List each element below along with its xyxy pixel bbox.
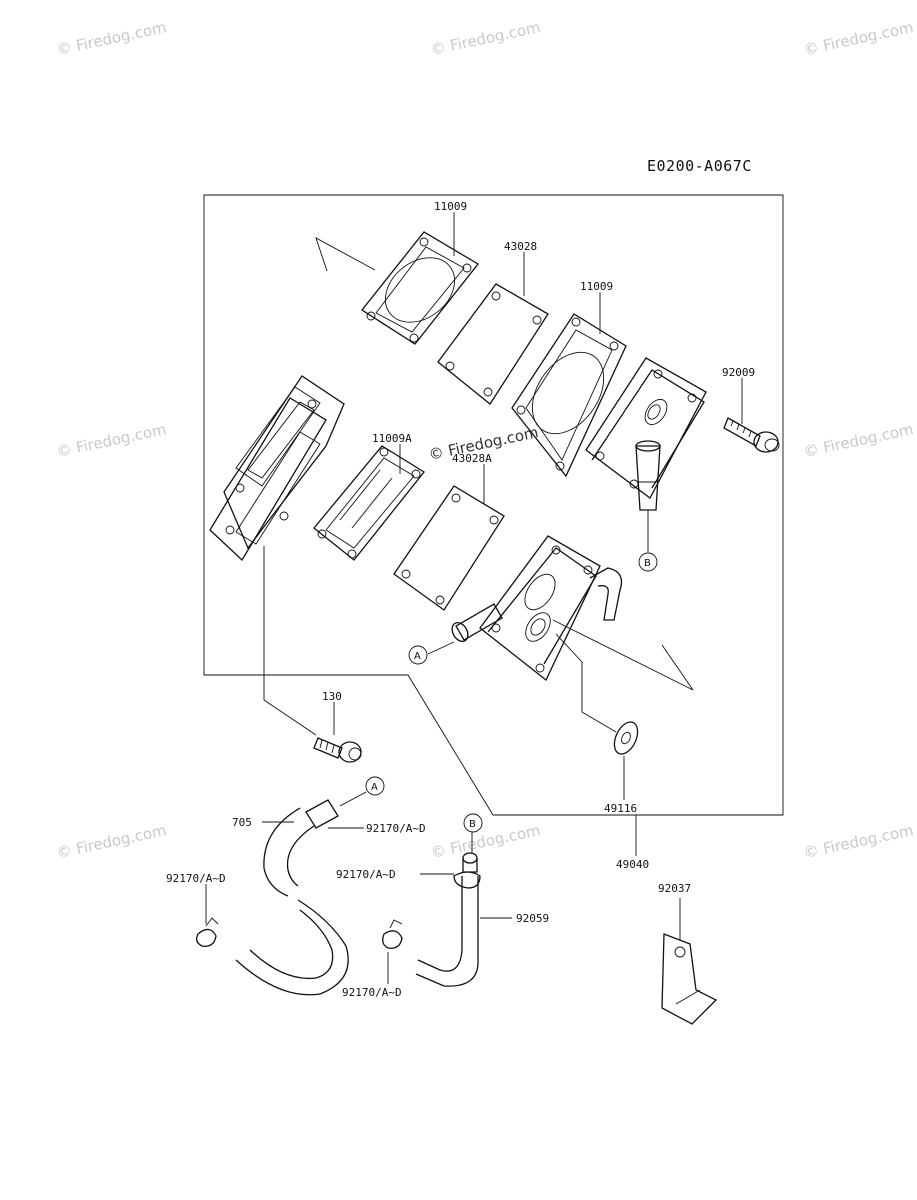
part-labels: 11009 43028 11009 92009 11009A 43028A 13… (166, 200, 755, 999)
ref-b-letter: B (469, 819, 476, 830)
gasket-11009-second (511, 313, 627, 478)
ref-b-letter: B (644, 558, 651, 569)
diaphragm-43028a (393, 485, 505, 611)
label-49116: 49116 (604, 802, 637, 815)
ref-a-letter: A (414, 651, 421, 662)
explode-arrow-bottom (552, 619, 694, 691)
pump-cover (585, 357, 707, 511)
watermark: © Firedog.com (55, 18, 168, 59)
label-11009-top: 11009 (434, 200, 467, 213)
explode-arrow-top (315, 237, 376, 272)
label-43028: 43028 (504, 240, 537, 253)
label-92170-3: 92170/A~D (336, 868, 396, 881)
label-92037: 92037 (658, 882, 691, 895)
label-92059: 92059 (516, 912, 549, 925)
label-11009a: 11009A (372, 432, 412, 445)
pump-body (451, 535, 623, 682)
ref-a-tube: A (365, 776, 385, 796)
diaphragm-43028 (437, 283, 549, 405)
watermark: © Firedog.com (55, 821, 168, 862)
label-92009: 92009 (722, 366, 755, 379)
ref-a-letter: A (371, 782, 378, 793)
label-92170-1: 92170/A~D (366, 822, 426, 835)
watermark: © Firedog.com (802, 821, 915, 862)
label-11009-second: 11009 (580, 280, 613, 293)
ref-a-body: A (408, 645, 428, 665)
ref-b-cover: B (638, 552, 658, 572)
label-43028a: 43028A (452, 452, 492, 465)
watermark: © Firedog.com (802, 420, 915, 461)
pump-base-flange (209, 375, 345, 562)
gasket-11009-top (361, 231, 479, 345)
ref-b-tube: B (463, 813, 483, 833)
label-92170-4: 92170/A~D (342, 986, 402, 999)
label-49040: 49040 (616, 858, 649, 871)
clamp-92170-b (453, 871, 481, 889)
label-130: 130 (322, 690, 342, 703)
bracket-92037 (661, 933, 718, 1025)
watermark: © Firedog.com (802, 18, 915, 59)
watermark: © Firedog.com (429, 18, 542, 59)
watermark: © Firedog.com (55, 420, 168, 461)
assembly-frame (203, 194, 784, 816)
tube-705 (235, 799, 349, 996)
label-92170-2: 92170/A~D (166, 872, 226, 885)
watermark: © Firedog.com (429, 821, 542, 862)
label-705: 705 (232, 816, 252, 829)
bolt-130 (313, 737, 362, 763)
diagram-code: E0200-A067C (647, 157, 752, 175)
screw-92009 (723, 417, 780, 453)
watermarks: © Firedog.com © Firedog.com © Firedog.co… (55, 18, 915, 862)
leader-lines (205, 212, 743, 984)
gasket-11009a (313, 445, 425, 561)
washer-49116 (613, 721, 639, 755)
clamp-92170-left (196, 917, 219, 947)
clamp-92170-middle (382, 919, 403, 949)
tube-92059 (415, 852, 479, 987)
